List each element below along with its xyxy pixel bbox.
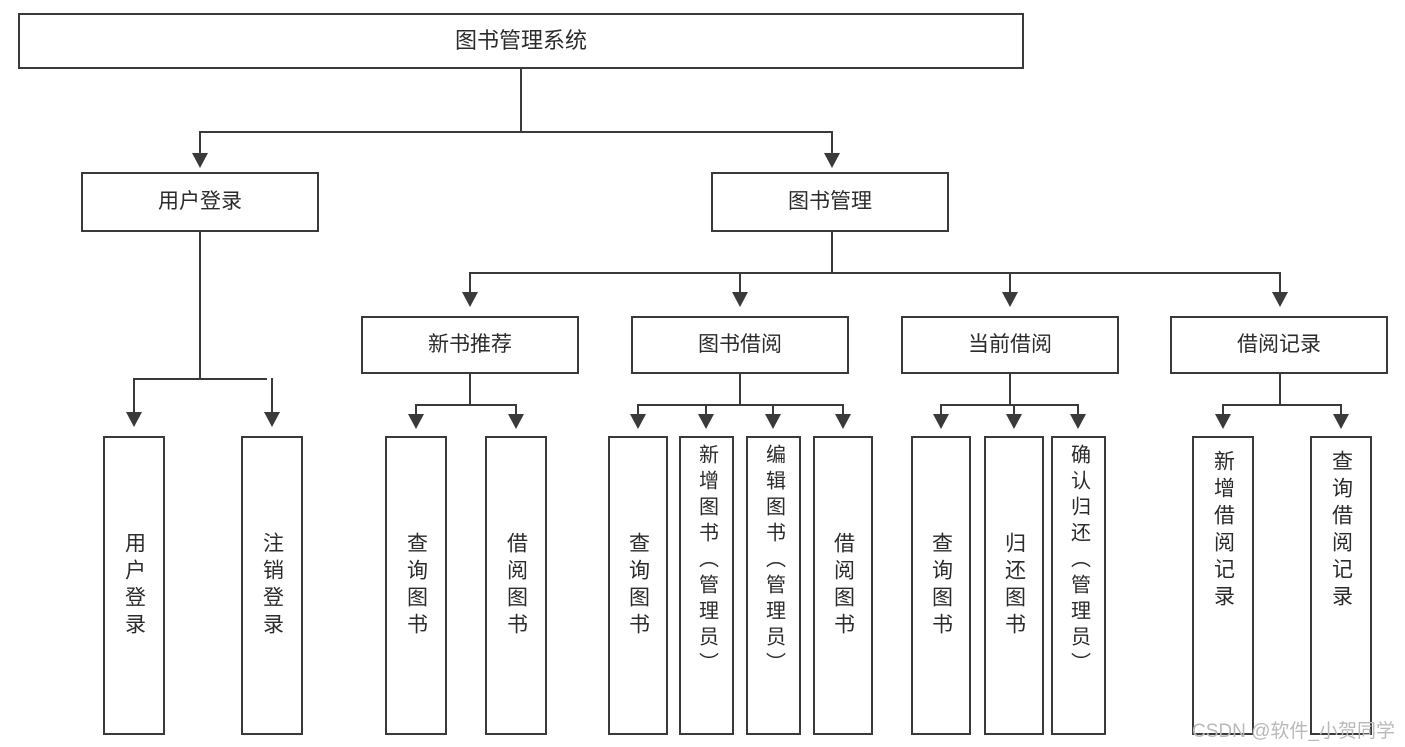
arrow-to-book-borrow [732,292,748,307]
edge-nbr-bus [415,404,517,406]
node-label: 图书借阅 [698,332,782,356]
node-leaf-user-login[interactable]: 用户登录 [103,436,165,735]
node-label: 图书管理 [788,189,872,213]
edge-level2-bus [199,131,833,133]
node-leaf-borrow-book-2[interactable]: 借阅图书 [813,436,873,735]
node-leaf-query-book-3[interactable]: 查询图书 [911,436,971,735]
node-label: 当前借阅 [968,332,1052,356]
node-root-system[interactable]: 图书管理系统 [18,13,1024,69]
node-leaf-logout[interactable]: 注销登录 [241,436,303,735]
edge-nbr-stem [469,374,471,404]
node-book-borrow[interactable]: 图书借阅 [631,316,849,374]
arrow-to-leaf-query-book-2 [630,414,646,429]
arrow-to-leaf-user-login [126,412,142,427]
arrow-to-leaf-add-record [1215,414,1231,429]
edge-cb-bus [940,404,1079,406]
edge-drop-leaf-query-record [1340,404,1342,416]
arrow-to-leaf-query-record [1333,414,1349,429]
node-label: 借阅图书 [831,531,855,640]
arrow-to-new-book-recommend [462,292,478,307]
node-borrow-record[interactable]: 借阅记录 [1170,316,1388,374]
edge-br-stem [1279,374,1281,404]
node-label: 新书推荐 [428,332,512,356]
node-leaf-add-record[interactable]: 新增借阅记录 [1192,436,1254,735]
arrow-to-book-manage [824,153,840,168]
edge-drop-current-borrow [1009,272,1011,294]
node-current-borrow[interactable]: 当前借阅 [901,316,1119,374]
arrow-to-leaf-edit-book [765,414,781,429]
edge-bb-stem [739,374,741,404]
edge-drop-leaf-query-book-3 [940,404,942,416]
node-book-manage[interactable]: 图书管理 [711,172,949,232]
node-label: 编辑图书（管理员） [762,444,785,678]
edge-book-manage-stem [831,232,833,272]
edge-drop-leaf-add-book [705,404,707,416]
arrow-to-leaf-borrow-book-1 [508,414,524,429]
node-leaf-add-book[interactable]: 新增图书（管理员） [679,436,734,735]
node-leaf-confirm-return[interactable]: 确认归还（管理员） [1051,436,1106,735]
node-label: 注销登录 [260,531,284,640]
arrow-to-borrow-record [1272,292,1288,307]
edge-drop-leaf-borrow-book-2 [842,404,844,416]
node-label: 图书管理系统 [454,28,587,54]
node-label: 查询借阅记录 [1329,450,1353,612]
arrow-to-current-borrow [1002,292,1018,307]
node-label: 借阅记录 [1237,332,1321,356]
node-leaf-query-record[interactable]: 查询借阅记录 [1310,436,1372,735]
edge-drop-borrow-record [1279,272,1281,294]
arrow-to-leaf-query-book-3 [933,414,949,429]
edge-drop-leaf-confirm-return [1077,404,1079,416]
node-new-book-recommend[interactable]: 新书推荐 [361,316,579,374]
node-label: 查询图书 [929,531,953,640]
edge-bb-bus [637,404,844,406]
node-leaf-query-book-1[interactable]: 查询图书 [385,436,447,735]
node-label: 借阅图书 [504,531,528,640]
node-label: 新增借阅记录 [1211,450,1235,612]
node-label: 确认归还（管理员） [1067,444,1090,678]
edge-drop-new-book-recommend [469,272,471,294]
node-label: 用户登录 [122,531,146,640]
edge-drop-leaf-borrow-book-1 [515,404,517,416]
edge-drop-leaf-query-book-1 [415,404,417,416]
edge-drop-leaf-return-book [1013,404,1015,416]
edge-user-login-stem [199,232,201,378]
node-label: 归还图书 [1002,531,1026,640]
arrow-to-leaf-add-book [698,414,714,429]
node-leaf-query-book-2[interactable]: 查询图书 [608,436,668,735]
arrow-to-leaf-borrow-book-2 [835,414,851,429]
edge-user-login-bus [133,378,267,380]
edge-drop-leaf-logout [271,378,273,414]
edge-drop-leaf-edit-book [772,404,774,416]
edge-drop-book-borrow [739,272,741,294]
edge-br-bus [1222,404,1341,406]
arrow-to-leaf-logout [264,412,280,427]
node-label: 新增图书（管理员） [695,444,718,678]
edge-level3-bus [469,272,1280,274]
edge-drop-book-manage [831,131,833,155]
edge-drop-user-login [199,131,201,155]
node-leaf-borrow-book-1[interactable]: 借阅图书 [485,436,547,735]
node-label: 查询图书 [626,531,650,640]
edge-drop-leaf-add-record [1222,404,1224,416]
arrow-to-user-login [192,153,208,168]
edge-drop-leaf-user-login [133,378,135,414]
arrow-to-leaf-return-book [1006,414,1022,429]
node-label: 用户登录 [158,189,242,213]
node-label: 查询图书 [404,531,428,640]
edge-root-stem [520,69,522,131]
arrow-to-leaf-confirm-return [1070,414,1086,429]
edge-cb-stem [1009,374,1011,404]
edge-drop-leaf-query-book-2 [637,404,639,416]
arrow-to-leaf-query-book-1 [408,414,424,429]
node-leaf-return-book[interactable]: 归还图书 [984,436,1044,735]
node-user-login[interactable]: 用户登录 [81,172,319,232]
node-leaf-edit-book[interactable]: 编辑图书（管理员） [746,436,801,735]
